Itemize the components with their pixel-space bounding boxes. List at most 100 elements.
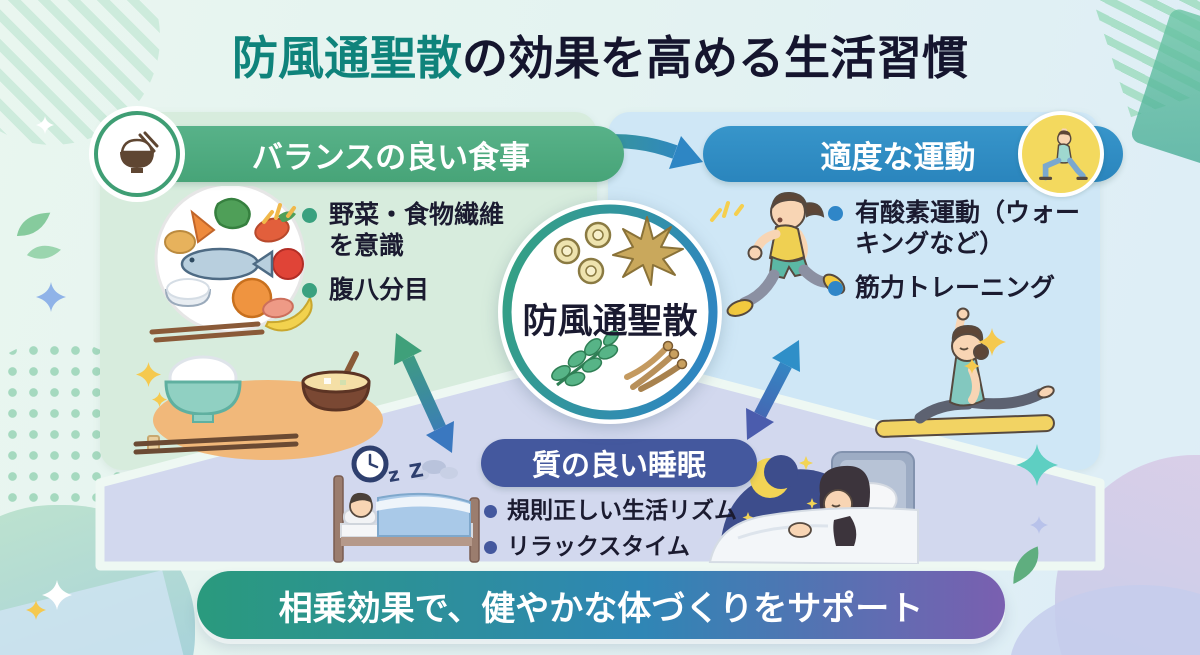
chopsticks-icon [149, 321, 261, 335]
front-leg [738, 269, 780, 309]
sleeping-person-illustration [333, 445, 480, 563]
stretching-woman-illustration [875, 307, 1055, 438]
diet-section-header: バランスの良い食事 [118, 126, 624, 182]
bed-post [333, 475, 344, 563]
star-icon [806, 498, 818, 509]
rice-bowl-badge [94, 111, 180, 197]
medicine-badge-circle [498, 200, 722, 424]
sleep-section-title: 質の良い睡眠 [531, 448, 706, 482]
burst-accent-icon [262, 203, 296, 224]
sleep-section-header: 質の良い睡眠 [481, 439, 757, 487]
hair-bun [973, 344, 989, 360]
page-title: 防風通聖散の効果を高める生活習慣 [0, 22, 1200, 88]
hair [771, 191, 808, 209]
footer-banner: 相乗効果で、健やかな体づくりをサポート [197, 571, 1005, 639]
tomato-icon [254, 217, 290, 243]
bullet-text: リラックスタイム [507, 534, 690, 561]
title-highlight: 防風通聖散 [232, 31, 462, 85]
bed-frame [341, 537, 472, 546]
list-item: 規則正しい生活リズム [484, 497, 804, 525]
exercise-bullet-list: 有酸素運動（ウォーキングなど） 筋力トレーニング [828, 198, 1090, 304]
star-icon [799, 456, 813, 470]
lower-arm [968, 366, 980, 404]
mouth [777, 217, 783, 223]
list-item: 野菜・食物繊維を意識 [302, 200, 507, 261]
blanket [708, 507, 919, 564]
sleeping-woman-night-illustration [708, 451, 919, 564]
center-medicine-badge: 防風通聖散 [495, 197, 725, 427]
apple-icon [272, 248, 304, 280]
footer-banner-text: 相乗効果で、健やかな体づくりをサポート [278, 588, 924, 629]
shoe [726, 299, 754, 317]
burst-accent-icon [710, 201, 744, 222]
ponytail [801, 202, 825, 218]
running-woman-illustration [726, 191, 846, 317]
bullet-text: 有酸素運動（ウォーキングなど） [855, 198, 1081, 258]
list-item: 有酸素運動（ウォーキングなど） [828, 198, 1090, 259]
eye [959, 347, 969, 351]
diet-bullet-list: 野菜・食物繊維を意識 腹八分目 [302, 200, 507, 306]
bullet-dot [828, 206, 843, 221]
sparkle-icon [978, 328, 1006, 356]
leaf-icon [16, 212, 51, 237]
exercise-section-title: 適度な運動 [820, 139, 976, 176]
potato-icon [164, 230, 196, 254]
foot [1037, 385, 1055, 399]
herb-sprig-icon [551, 329, 620, 387]
list-item: 腹八分目 [302, 275, 507, 306]
banana-icon [264, 295, 313, 332]
bullet-dot [302, 208, 317, 223]
blanket-fold [737, 524, 829, 540]
hair-strand [833, 516, 857, 546]
periwinkle-blob-decoration [1010, 585, 1200, 655]
meal-table-illustration [133, 351, 383, 460]
hair [350, 492, 372, 504]
sparkle-icon [152, 392, 167, 407]
bullet-dot [484, 541, 497, 555]
chopsticks-icon [133, 433, 299, 447]
sparkle-icon [136, 362, 161, 387]
star-icon [742, 512, 754, 523]
bullet-text: 野菜・食物繊維を意識 [329, 200, 505, 260]
rice-bowl-icon [164, 380, 242, 416]
sparkle-icon [36, 282, 66, 312]
sparkle-icon [1030, 516, 1048, 534]
leaf-icon [26, 245, 61, 259]
balanced-meal-plate-illustration [149, 186, 313, 343]
fish-icon [180, 247, 260, 281]
yoga-pose-icon [1039, 128, 1088, 181]
sheet-fold [376, 496, 470, 513]
diet-section-title: バランスの良い食事 [251, 139, 531, 176]
bullet-dot [302, 283, 317, 298]
cloud-icon [422, 460, 446, 474]
hand [956, 307, 970, 321]
hand [788, 522, 812, 538]
bullet-text: 規則正しい生活リズム [507, 498, 737, 524]
title-rest: の効果を高める生活習慣 [462, 31, 968, 85]
carrot-icon [190, 209, 216, 244]
bullet-dot [828, 281, 843, 296]
list-item: 筋力トレーニング [828, 273, 1090, 304]
sparkle-icon [964, 358, 980, 374]
rice-bowl-icon [120, 131, 159, 173]
maple-leaf-icon [612, 216, 684, 286]
orange-icon [231, 277, 273, 319]
sparkle-icon [26, 600, 46, 620]
sparkle-icon [1016, 444, 1058, 486]
leaf-icon [1013, 546, 1039, 584]
herb-roots-icon [624, 340, 688, 392]
medicine-name: 防風通聖散 [522, 302, 698, 342]
closed-eye [831, 504, 841, 508]
bullet-text: 筋力トレーニング [855, 273, 1056, 302]
fist [747, 245, 763, 261]
herb-flowers-icon [553, 221, 612, 285]
leafy-greens-icon [214, 197, 251, 230]
sparkle-icon [42, 580, 72, 610]
bullet-dot [484, 505, 497, 518]
salmon-icon [262, 297, 294, 319]
list-item: リラックスタイム [484, 533, 804, 561]
yoga-mat [875, 414, 1055, 438]
sleep-bullet-list: 規則正しい生活リズム リラックスタイム [484, 497, 804, 561]
bullet-text: 腹八分目 [329, 275, 430, 304]
